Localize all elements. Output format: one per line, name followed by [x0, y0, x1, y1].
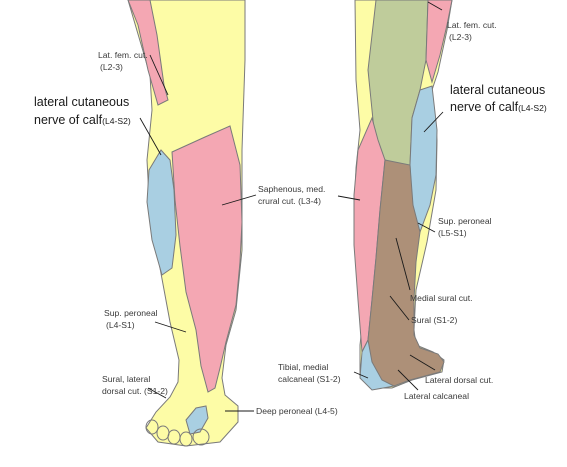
- leader-line: [423, 111, 444, 133]
- leader-line: [417, 222, 436, 233]
- lat-fem-cut-region-left: [127, 0, 169, 106]
- lat-fem-cut-left-root: (L2-3): [100, 62, 123, 72]
- leader-line: [353, 371, 369, 379]
- tibial-medial-calcaneal-label: Tibial, medial: [278, 362, 328, 372]
- toe: [145, 419, 159, 435]
- leader-line: [139, 117, 162, 156]
- sural-region: [367, 159, 445, 387]
- saphenous-label: Saphenous, med.: [258, 184, 325, 194]
- sup-peroneal-right-label: Sup. peroneal: [438, 216, 492, 226]
- lat-fem-cut-left-label: Lat. fem. cut.: [98, 50, 148, 60]
- sup-peroneal-right-root: (L5-S1): [438, 228, 467, 238]
- medial-calcaneal-region: [359, 338, 396, 391]
- lateral-cut-calf-region-right: [409, 85, 438, 234]
- leader-line: [221, 194, 257, 206]
- lateral-dorsal-cut-label: Lateral dorsal cut.: [425, 375, 493, 385]
- lat-fem-cut-right-root: (L2-3): [449, 32, 472, 42]
- anterior-toes: [145, 419, 210, 447]
- lat-cut-calf-right-label: lateral cutaneous: [450, 83, 545, 97]
- sural-lateral-dorsal-label: Sural, lateral: [102, 374, 150, 384]
- lateral-calcaneal-label: Lateral calcaneal: [404, 391, 469, 401]
- lat-fem-cut-region-right: [425, 0, 453, 84]
- leader-line: [147, 387, 167, 399]
- big-toe: [192, 428, 210, 446]
- leader-line: [427, 1, 443, 11]
- sural-lateral-dorsal-root: dorsal cut. (S1-2): [102, 386, 168, 396]
- deep-peroneal-label: Deep peroneal (L4-5): [256, 406, 338, 416]
- leader-line: [395, 237, 411, 291]
- leader-line: [337, 195, 361, 201]
- saphenous-region: [171, 125, 243, 393]
- lat-fem-cut-right-label: Lat. fem. cut.: [447, 20, 497, 30]
- labels: Lat. fem. cut. (L2-3) Lat. fem. cut. (L2…: [34, 20, 547, 416]
- leader-line: [409, 354, 436, 371]
- leader-lines: [139, 1, 444, 412]
- sural-label: Sural (S1-2): [411, 315, 457, 325]
- sup-peroneal-left-root: (L4-S1): [106, 320, 135, 330]
- anterior-leg: [127, 0, 246, 447]
- leader-line: [154, 321, 187, 333]
- toe: [179, 431, 193, 447]
- sup-peroneal-left-label: Sup. peroneal: [104, 308, 158, 318]
- leader-line: [149, 54, 169, 96]
- lateral-cut-calf-region-left: [146, 149, 177, 276]
- tibial-medial-calcaneal-root: calcaneal (S1-2): [278, 374, 341, 384]
- lat-cut-calf-right-label-2: nerve of calf(L4-S2): [450, 100, 547, 114]
- posterior-leg: [353, 0, 453, 391]
- medial-sural-label: Medial sural cut.: [410, 293, 473, 303]
- lat-cut-calf-left-label-2: nerve of calf(L4-S2): [34, 113, 131, 127]
- lat-cut-calf-left-label: lateral cutaneous: [34, 95, 129, 109]
- leader-line: [397, 369, 419, 391]
- saphenous-label-2: crural cut. (L3-4): [258, 196, 321, 206]
- leader-line: [389, 295, 410, 321]
